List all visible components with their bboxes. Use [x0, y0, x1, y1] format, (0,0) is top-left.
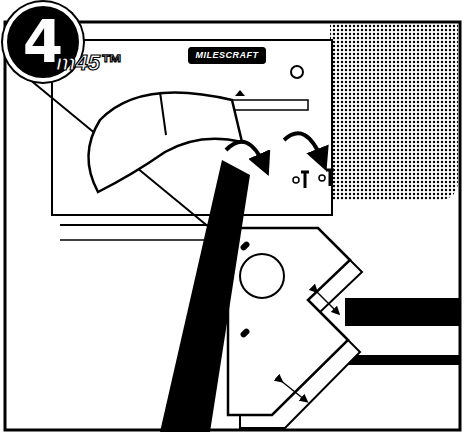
pointer	[235, 90, 245, 96]
product-logo: m45™	[56, 50, 122, 76]
brand-name: MILESCRAFT	[196, 51, 259, 60]
hammer-head	[88, 92, 242, 192]
table-band	[345, 298, 459, 326]
hammer-handle	[160, 160, 250, 432]
table-band	[345, 355, 459, 365]
scale-slot	[228, 100, 308, 110]
brand-badge: MILESCRAFT	[188, 47, 266, 64]
double-arrow	[280, 290, 337, 400]
pin-symbol	[293, 170, 334, 188]
magnet	[240, 254, 284, 298]
plate-edge	[60, 224, 212, 226]
screw-symbol	[239, 240, 250, 338]
plate-edge	[60, 239, 212, 241]
knob	[291, 66, 303, 78]
fence-texture	[330, 24, 458, 200]
tool-plate	[52, 40, 332, 215]
hammer-face	[160, 92, 166, 135]
tap-arrow	[226, 133, 322, 165]
